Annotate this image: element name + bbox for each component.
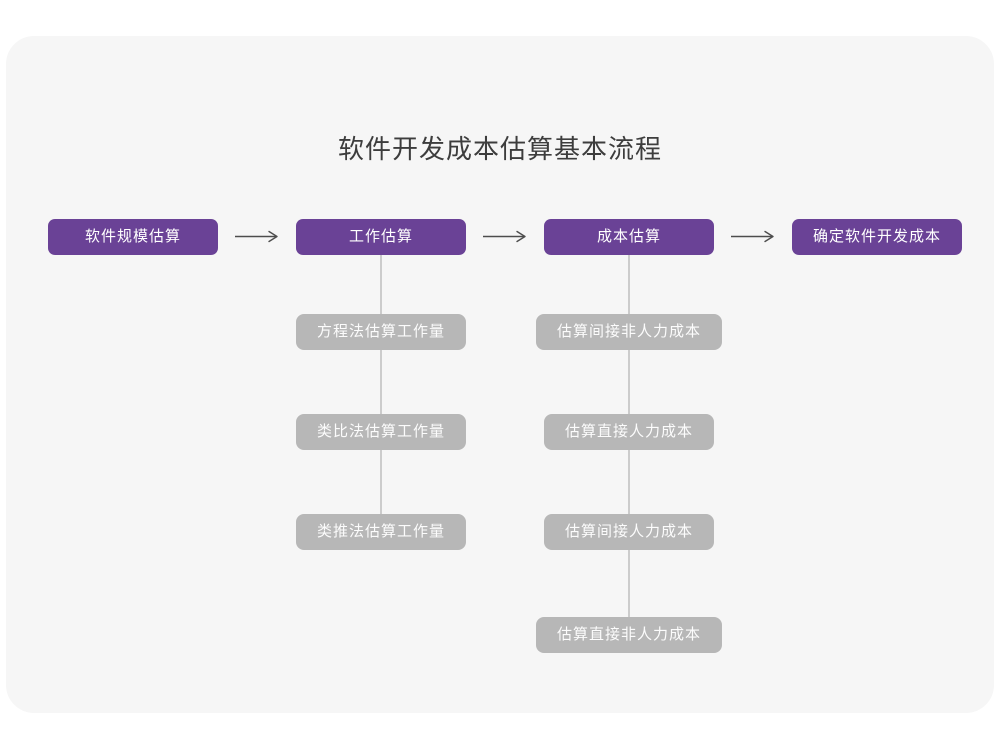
arrow-right-icon [235, 230, 278, 243]
branch-node-extrapolation-method: 类推法估算工作量 [295, 514, 467, 550]
flow-node-work-estimation: 工作估算 [296, 219, 466, 255]
flow-node-software-scale-estimation: 软件规模估算 [48, 219, 218, 255]
connector-line-work-branch [380, 255, 382, 532]
branch-node-analogy-method: 类比法估算工作量 [295, 414, 467, 450]
flowchart-card: 软件开发成本估算基本流程 软件规模估算 工作估算 成本估算 确定软件开发成本 方… [6, 36, 994, 713]
branch-node-direct-nonlabor-cost: 估算直接非人力成本 [535, 617, 723, 653]
flow-node-determine-dev-cost: 确定软件开发成本 [792, 219, 962, 255]
page-title: 软件开发成本估算基本流程 [337, 134, 662, 164]
flow-node-cost-estimation: 成本估算 [544, 219, 714, 255]
branch-node-equation-method: 方程法估算工作量 [295, 314, 467, 350]
arrow-right-icon [731, 230, 774, 243]
branch-node-direct-labor-cost: 估算直接人力成本 [543, 414, 715, 450]
branch-node-indirect-labor-cost: 估算间接人力成本 [543, 514, 715, 550]
arrow-right-icon [483, 230, 526, 243]
branch-node-indirect-nonlabor-cost: 估算间接非人力成本 [535, 314, 723, 350]
